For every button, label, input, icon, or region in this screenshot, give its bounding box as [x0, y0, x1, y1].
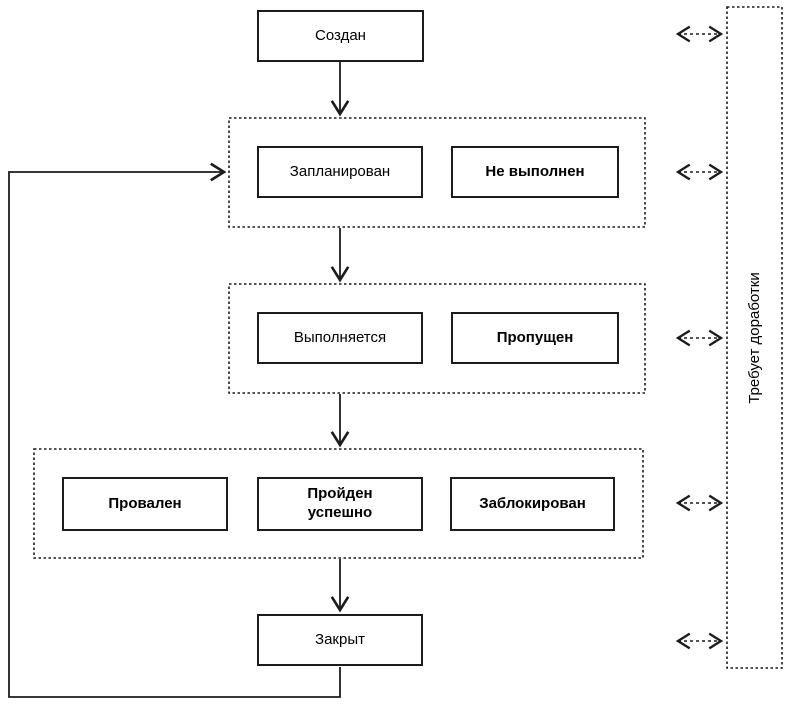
- group-result-row: [33, 448, 644, 559]
- group-running-row: [228, 283, 646, 394]
- group-planned-row: [228, 117, 646, 228]
- node-skipped: Пропущен: [451, 312, 619, 364]
- node-planned-label: Запланирован: [289, 162, 391, 180]
- node-failed: Провален: [62, 477, 228, 531]
- node-created-label: Создан: [315, 26, 366, 44]
- node-closed-label: Закрыт: [315, 630, 365, 648]
- node-not-executed: Не выполнен: [451, 146, 619, 198]
- node-blocked-label: Заблокирован: [479, 494, 586, 512]
- node-not-executed-label: Не выполнен: [485, 162, 585, 180]
- rework-column-label: Требует доработки: [745, 272, 763, 404]
- node-closed: Закрыт: [257, 614, 423, 666]
- node-blocked: Заблокирован: [450, 477, 615, 531]
- node-created: Создан: [257, 10, 424, 62]
- node-passed: Пройден успешно: [257, 477, 423, 531]
- node-running-label: Выполняется: [293, 328, 387, 346]
- node-running: Выполняется: [257, 312, 423, 364]
- node-skipped-label: Пропущен: [496, 328, 574, 346]
- node-failed-label: Провален: [108, 494, 182, 512]
- rework-column-box: [726, 6, 783, 669]
- node-passed-label: Пройден успешно: [307, 485, 373, 521]
- node-planned: Запланирован: [257, 146, 423, 198]
- arrow-closed-loop-to-planned: [8, 162, 341, 698]
